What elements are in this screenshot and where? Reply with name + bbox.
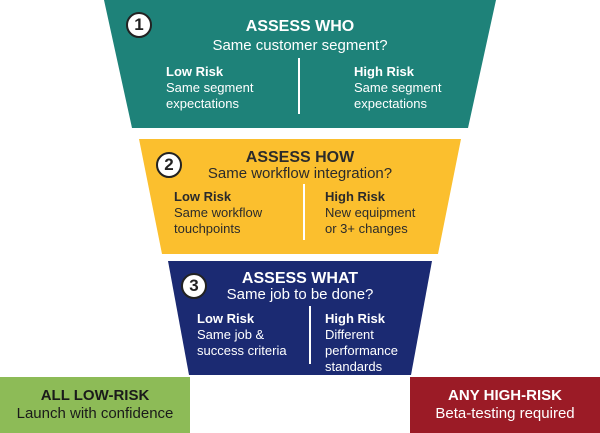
tier-3-high-risk-text: Different performance standards	[325, 327, 398, 374]
step-number-1-badge: 1	[126, 12, 152, 38]
tier-3-divider	[309, 306, 311, 364]
tier-3-low-risk: Low Risk Same job & success criteria	[197, 311, 305, 359]
tier-1-high-risk-text: Same segment expectations	[354, 80, 442, 111]
tier-3-low-risk-label: Low Risk	[197, 311, 255, 326]
tier-1-divider	[298, 58, 300, 114]
tier-2-divider	[303, 184, 305, 240]
tier-1-title: ASSESS WHO	[245, 18, 355, 35]
all-low-risk-title: ALL LOW-RISK	[40, 387, 150, 404]
tier-1-subtitle: Same customer segment?	[212, 37, 388, 54]
tier-1-high-risk: High Risk Same segment expectations	[354, 64, 479, 112]
tier-3-high-risk-label: High Risk	[325, 311, 385, 326]
tier-3-title: ASSESS WHAT	[241, 270, 359, 287]
tier-2-title: ASSESS HOW	[245, 149, 355, 166]
tier-2-low-risk: Low Risk Same workflow touchpoints	[174, 189, 294, 237]
tier-1-high-risk-label: High Risk	[354, 64, 414, 79]
any-high-risk-title: ANY HIGH-RISK	[448, 387, 562, 404]
all-low-risk-outcome-box: ALL LOW-RISK Launch with confidence	[0, 377, 190, 433]
tier-1-low-risk-label: Low Risk	[166, 64, 224, 79]
tier-1-low-risk: Low Risk Same segment expectations	[166, 64, 291, 112]
tier-1-low-risk-text: Same segment expectations	[166, 80, 254, 111]
tier-2-high-risk-label: High Risk	[325, 189, 385, 204]
tier-2-high-risk-text: New equipment or 3+ changes	[325, 205, 416, 236]
tier-3-subtitle: Same job to be done?	[226, 286, 374, 303]
tier-2-low-risk-text: Same workflow touchpoints	[174, 205, 263, 236]
tier-2-low-risk-label: Low Risk	[174, 189, 232, 204]
step-number-3-badge: 3	[181, 273, 207, 299]
tier-2-subtitle: Same workflow integration?	[207, 165, 393, 182]
any-high-risk-outcome-box: ANY HIGH-RISK Beta-testing required	[410, 377, 600, 433]
step-number-2-badge: 2	[156, 152, 182, 178]
tier-2-high-risk: High Risk New equipment or 3+ changes	[325, 189, 445, 237]
tier-3-low-risk-text: Same job & success criteria	[197, 327, 287, 358]
tier-3-high-risk: High Risk Different performance standard…	[325, 311, 425, 375]
all-low-risk-text: Launch with confidence	[16, 405, 174, 422]
any-high-risk-text: Beta-testing required	[435, 405, 575, 422]
